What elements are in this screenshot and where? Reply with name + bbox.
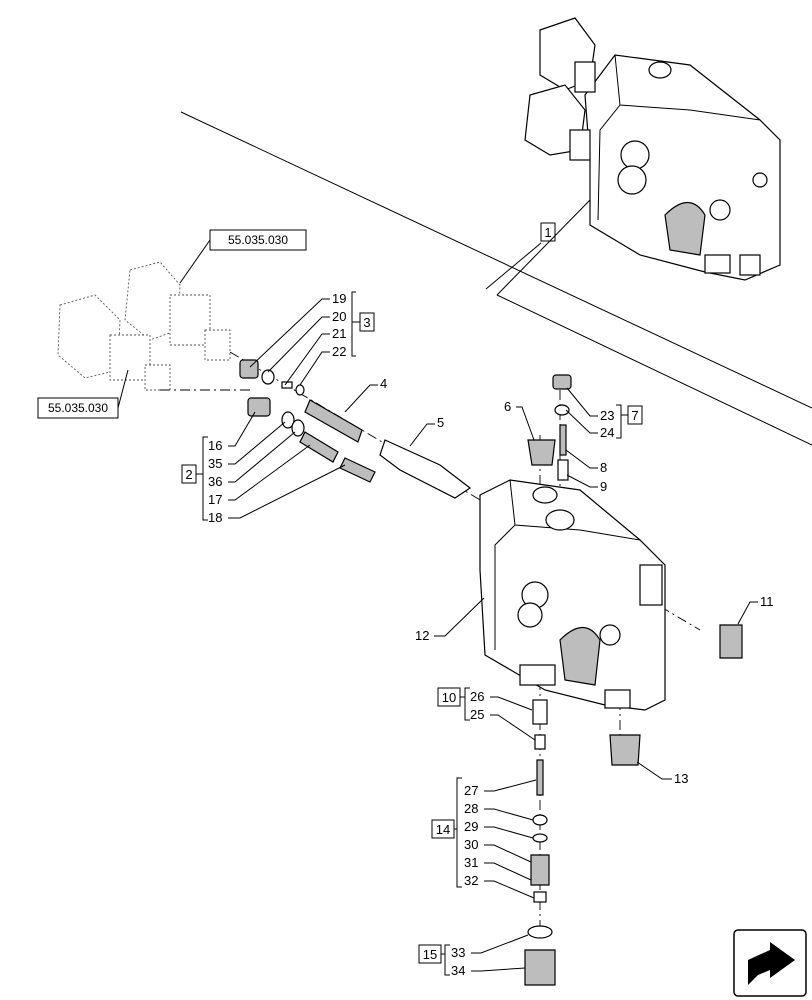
svg-text:10: 10	[442, 690, 456, 705]
reference-box-lower[interactable]: 55.035.030	[37, 369, 129, 419]
svg-text:34: 34	[451, 963, 465, 978]
callout-5[interactable]: 5	[409, 415, 444, 447]
svg-text:22: 22	[332, 344, 346, 359]
svg-text:36: 36	[208, 474, 222, 489]
solenoid-ghost-upper	[124, 261, 231, 361]
solenoid-ghost-lower	[57, 294, 171, 391]
callout-29[interactable]: 29	[464, 819, 534, 839]
callout-20[interactable]: 20	[267, 309, 346, 373]
svg-text:23: 23	[600, 408, 614, 423]
svg-text:20: 20	[332, 309, 346, 324]
svg-text:2: 2	[185, 467, 192, 482]
valve-section-illustration	[479, 479, 666, 711]
callout-33[interactable]: 33	[451, 934, 529, 960]
spool-parts	[239, 359, 472, 499]
callout-6[interactable]: 6	[504, 399, 535, 441]
svg-text:7: 7	[631, 408, 638, 423]
callout-27[interactable]: 27	[464, 779, 537, 798]
svg-text:27: 27	[464, 783, 478, 798]
svg-text:4: 4	[380, 376, 387, 391]
group-label-1[interactable]: 1	[540, 222, 556, 242]
callout-28[interactable]: 28	[464, 801, 534, 821]
svg-text:5: 5	[437, 415, 444, 430]
callout-8[interactable]: 8	[565, 449, 607, 475]
svg-text:35: 35	[208, 456, 222, 471]
loose-parts	[524, 374, 743, 986]
svg-text:26: 26	[470, 689, 484, 704]
svg-text:31: 31	[464, 855, 478, 870]
svg-text:16: 16	[208, 438, 222, 453]
svg-text:9: 9	[600, 479, 607, 494]
separator-line	[496, 294, 812, 446]
svg-text:15: 15	[423, 947, 437, 962]
reference-text: 55.035.030	[228, 233, 288, 247]
svg-text:3: 3	[363, 315, 370, 330]
svg-text:32: 32	[464, 873, 478, 888]
separator-line	[180, 111, 812, 409]
callout-36[interactable]: 36	[208, 431, 296, 489]
group-label-2[interactable]: 2	[181, 436, 208, 521]
callout-17[interactable]: 17	[208, 444, 311, 507]
reference-text: 55.035.030	[48, 401, 108, 415]
svg-text:12: 12	[415, 628, 429, 643]
callout-9[interactable]: 9	[566, 474, 607, 494]
svg-text:18: 18	[208, 510, 222, 525]
group-label-14[interactable]: 14	[431, 777, 462, 888]
group-label-7[interactable]: 7	[616, 404, 643, 439]
svg-text:29: 29	[464, 819, 478, 834]
svg-text:25: 25	[470, 707, 484, 722]
svg-text:33: 33	[451, 945, 465, 960]
callout-18[interactable]: 18	[208, 464, 346, 525]
group-label-10[interactable]: 10	[437, 687, 470, 721]
callout-11[interactable]: 11	[737, 594, 774, 625]
return-arrow-icon[interactable]	[733, 929, 807, 997]
callout-34[interactable]: 34	[451, 963, 526, 978]
svg-text:30: 30	[464, 837, 478, 852]
callout-35[interactable]: 35	[208, 421, 286, 471]
svg-text:6: 6	[504, 399, 511, 414]
callout-16[interactable]: 16	[208, 411, 256, 453]
callout-21[interactable]: 21	[284, 326, 346, 386]
callout-26[interactable]: 26	[470, 689, 533, 711]
valve-assembly-illustration	[524, 17, 781, 281]
callout-32[interactable]: 32	[464, 873, 535, 899]
callout-23[interactable]: 23	[566, 387, 614, 423]
svg-text:1: 1	[544, 225, 551, 240]
svg-text:17: 17	[208, 492, 222, 507]
svg-text:13: 13	[674, 771, 688, 786]
callout-22[interactable]: 22	[299, 344, 346, 386]
svg-text:11: 11	[760, 594, 774, 609]
callout-4[interactable]: 4	[344, 376, 387, 413]
callout-13[interactable]: 13	[636, 761, 688, 786]
group-label-3[interactable]: 3	[351, 291, 375, 357]
svg-text:28: 28	[464, 801, 478, 816]
callout-30[interactable]: 30	[464, 837, 532, 863]
svg-text:21: 21	[332, 326, 346, 341]
group-label-15[interactable]: 15	[418, 944, 450, 976]
callout-25[interactable]: 25	[470, 707, 536, 741]
svg-text:24: 24	[600, 425, 614, 440]
callout-19[interactable]: 19	[249, 291, 346, 368]
svg-text:14: 14	[436, 822, 450, 837]
reference-box-upper[interactable]: 55.035.030	[179, 229, 307, 284]
svg-text:19: 19	[332, 291, 346, 306]
callout-31[interactable]: 31	[464, 855, 532, 881]
callout-12[interactable]: 12	[415, 597, 485, 643]
svg-text:8: 8	[600, 460, 607, 475]
callout-24[interactable]: 24	[565, 409, 614, 440]
